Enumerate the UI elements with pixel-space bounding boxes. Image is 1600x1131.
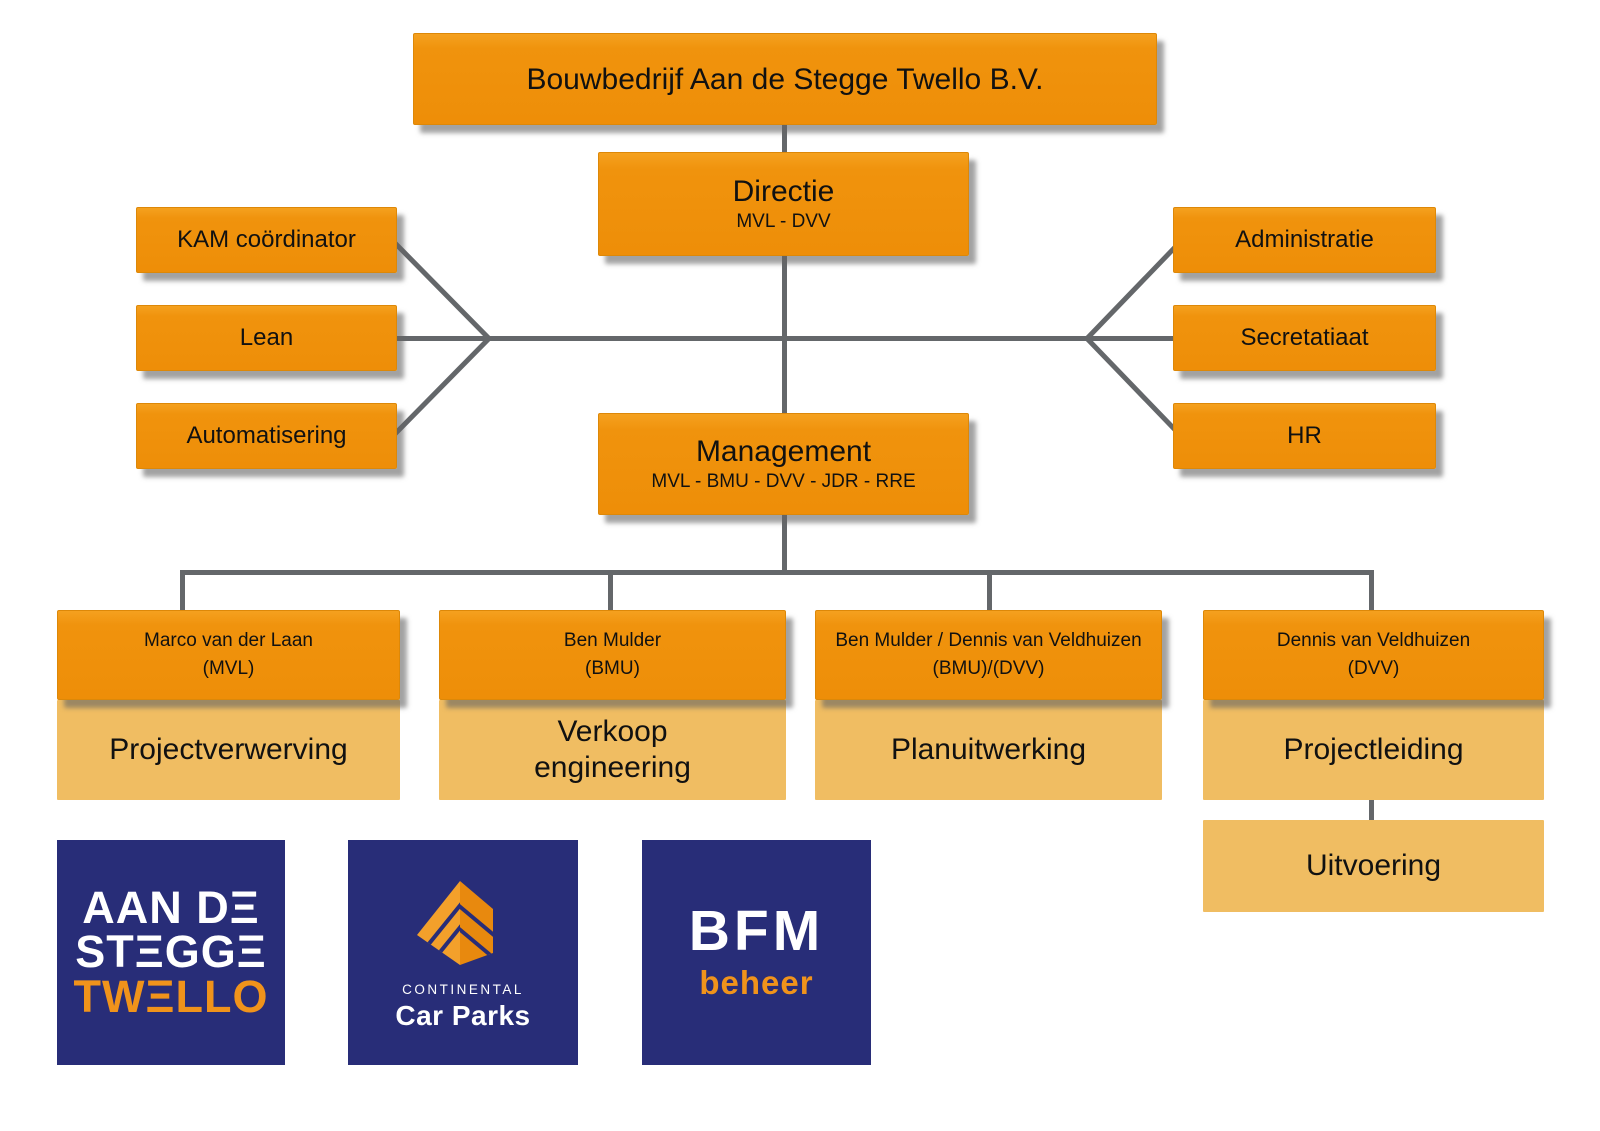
dept-body-projectverwerving: Projectverwerving — [57, 700, 400, 800]
bfm-label: BFM — [688, 899, 825, 963]
dept-body-verkoop-engineering: Verkoop engineering — [439, 700, 786, 800]
dept-header-projectleiding: Dennis van Veldhuizen (DVV) — [1203, 610, 1544, 700]
dept1-code: (MVL) — [202, 658, 255, 679]
dept3-code: (BMU)/(DVV) — [932, 658, 1045, 679]
dept3-label: Planuitwerking — [890, 733, 1087, 766]
company-root-label: Bouwbedrijf Aan de Stegge Twello B.V. — [526, 62, 1044, 96]
stegge-logo-line1: AAN DΞ — [82, 882, 260, 934]
dept4-label: Projectleiding — [1283, 733, 1464, 766]
stegge-logo-line2: STΞGGΞ — [75, 926, 267, 978]
stegge-logo-line3: TWΞLLO — [73, 970, 269, 1022]
automatisering-label: Automatisering — [186, 422, 347, 449]
node-administratie: Administratie — [1173, 207, 1436, 273]
connector-departments — [180, 570, 1374, 615]
node-lean: Lean — [136, 305, 397, 371]
dept-header-planuitwerking: Ben Mulder / Dennis van Veldhuizen (BMU)… — [815, 610, 1162, 700]
node-automatisering: Automatisering — [136, 403, 397, 469]
logo-bfm-beheer: BFM beheer — [642, 840, 871, 1065]
dept-header-verkoop-engineering: Ben Mulder (BMU) — [439, 610, 786, 700]
connector-staff-left-fan — [390, 238, 491, 439]
dept2-label: Verkoop engineering — [534, 715, 691, 784]
dept2-manager: Ben Mulder — [563, 630, 662, 652]
dept-body-uitvoering: Uitvoering — [1203, 820, 1544, 912]
management-subtitle: MVL - BMU - DVV - JDR - RRE — [651, 471, 916, 492]
dept1-manager: Marco van der Laan — [144, 630, 313, 652]
directie-title: Directie — [732, 175, 835, 208]
car-parks-label: Car Parks — [395, 1000, 531, 1031]
node-management: Management MVL - BMU - DVV - JDR - RRE — [598, 413, 969, 515]
secretariaat-label: Secretatiaat — [1240, 324, 1369, 351]
connector-staff-right-fan — [1085, 238, 1184, 439]
node-secretariaat: Secretatiaat — [1173, 305, 1436, 371]
dept-header-projectverwerving: Marco van der Laan (MVL) — [57, 610, 400, 700]
logo-continental-car-parks: CONTINENTAL Car Parks — [348, 840, 578, 1065]
continental-label: CONTINENTAL — [402, 982, 524, 997]
hr-label: HR — [1287, 422, 1322, 449]
dept2-code: (BMU) — [585, 658, 640, 679]
uitvoering-label: Uitvoering — [1305, 849, 1442, 882]
dept-body-planuitwerking: Planuitwerking — [815, 700, 1162, 800]
beheer-label: beheer — [699, 964, 814, 1001]
kam-coordinator-label: KAM coördinator — [177, 226, 356, 253]
lean-label: Lean — [239, 324, 294, 351]
management-title: Management — [695, 435, 872, 468]
dept3-manager: Ben Mulder / Dennis van Veldhuizen — [835, 630, 1142, 652]
directie-subtitle: MVL - DVV — [736, 211, 831, 232]
node-directie: Directie MVL - DVV — [598, 152, 969, 256]
dept4-manager: Dennis van Veldhuizen — [1276, 630, 1471, 652]
dept4-code: (DVV) — [1347, 658, 1400, 679]
administratie-label: Administratie — [1235, 226, 1374, 253]
dept-body-projectleiding: Projectleiding — [1203, 700, 1544, 800]
node-hr: HR — [1173, 403, 1436, 469]
logo-aan-de-stegge-twello: AAN DΞ STΞGGΞ TWΞLLO — [57, 840, 285, 1065]
dept1-label: Projectverwerving — [109, 733, 348, 766]
node-kam-coordinator: KAM coördinator — [136, 207, 397, 273]
parking-garage-icon — [417, 881, 493, 965]
node-company-root: Bouwbedrijf Aan de Stegge Twello B.V. — [413, 33, 1157, 125]
